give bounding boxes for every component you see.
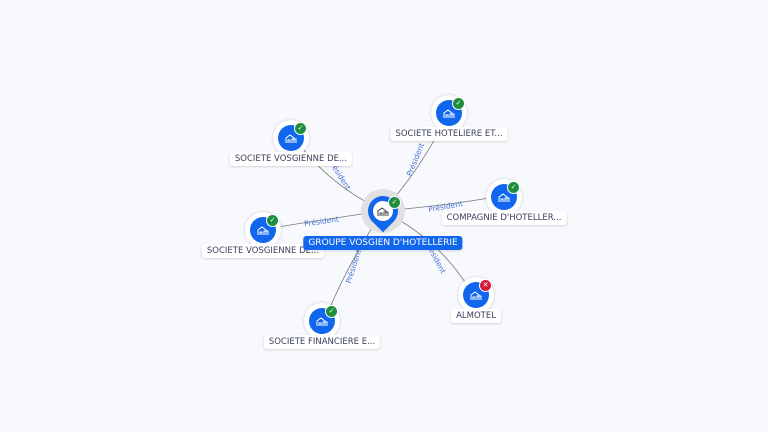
node-label: SOCIETE VOSGIENNE DE...	[201, 244, 325, 258]
building-icon	[373, 201, 393, 221]
check-icon: ✓	[266, 214, 279, 227]
node-label: SOCIETE VOSGIENNE DE...	[229, 152, 353, 166]
check-icon: ✓	[294, 122, 307, 135]
cross-icon: ✕	[479, 279, 492, 292]
check-icon: ✓	[388, 196, 401, 209]
node-label: ALMOTEL	[451, 309, 501, 323]
check-icon: ✓	[325, 305, 338, 318]
node-label: SOCIETE HOTELIERE ET...	[390, 127, 508, 141]
check-icon: ✓	[452, 97, 465, 110]
node-label: COMPAGNIE D'HOTELLER...	[441, 211, 567, 225]
check-icon: ✓	[507, 181, 520, 194]
node-label: SOCIETE FINANCIERE E...	[263, 335, 381, 349]
center-label: GROUPE VOSGIEN D'HOTELLERIE	[303, 236, 463, 250]
